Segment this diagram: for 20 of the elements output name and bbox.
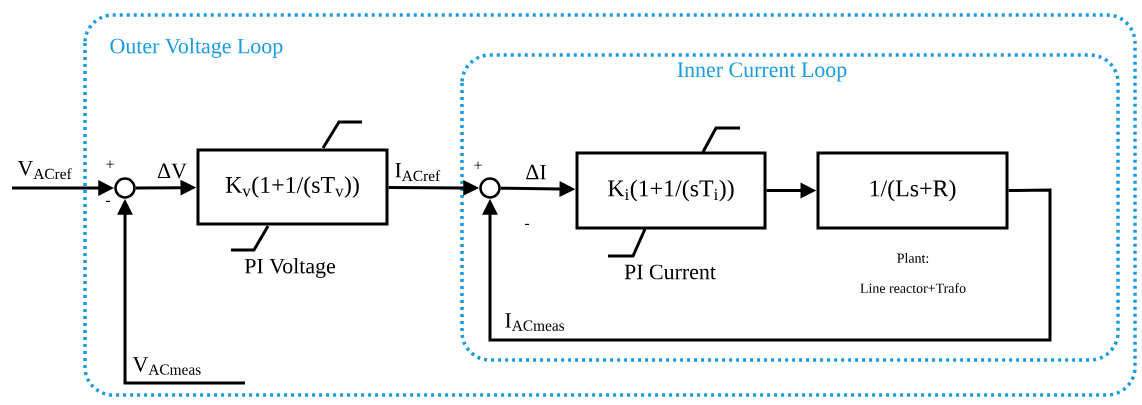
block-caption: Line reactor+Trafo [860,283,966,293]
signal-label: I$_{ACmeas}$ [505,313,565,331]
signal-label: ΔV [157,163,187,179]
signal-label: V$_{ACmeas}$ [132,357,201,375]
block-box: K$_{i}$(1+1/(sT$_{i}$)) [575,151,767,230]
summing-junction [114,177,136,199]
block-caption: PI Current [624,264,716,280]
block-box: K$_{v}$(1+1/(sT$_{v}$)) [196,148,389,226]
sign-label: + [106,160,114,168]
sign-label: - [524,223,530,225]
sign-label: - [105,200,111,202]
signal-label: V$_{ACref}$ [17,160,72,180]
arrow [482,188,1052,342]
sign-label: + [474,161,482,169]
signal-label: ΔI [526,164,546,180]
block-caption: PI Voltage [244,258,336,278]
block-box: 1/(Ls+R) [816,151,1009,230]
summing-junction [479,177,501,199]
block-caption: Plant: [897,253,929,263]
signal-label: I$_{ACref}$ [395,162,441,182]
